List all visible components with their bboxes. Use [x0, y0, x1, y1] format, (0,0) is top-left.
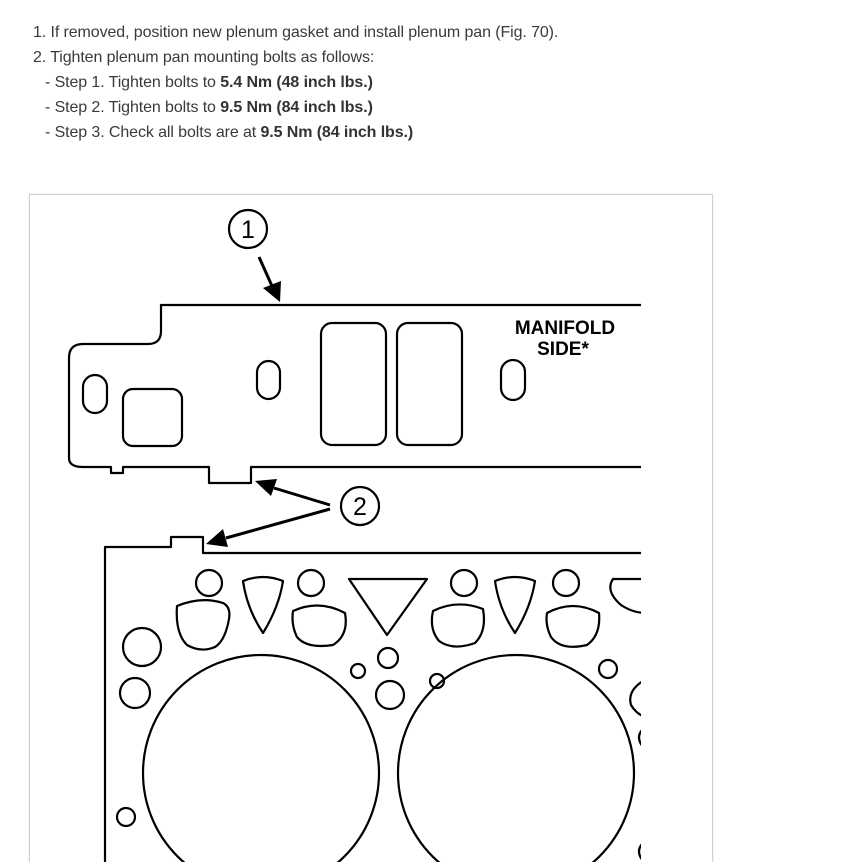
substep-2-torque: 9.5 Nm (84 inch lbs.)	[220, 99, 373, 116]
callout-1-number: 1	[241, 216, 255, 244]
head-passage-7	[545, 604, 601, 648]
cylinder-bore-right	[396, 653, 636, 862]
head-hole-5	[121, 626, 163, 668]
head-passage-6	[493, 575, 537, 635]
head-gasket-outline	[103, 535, 641, 862]
callout-2: 2	[206, 479, 381, 547]
head-hole-8	[349, 662, 367, 680]
head-hole-11	[597, 658, 619, 680]
head-hole-4	[551, 568, 581, 598]
head-passage-3	[291, 604, 347, 648]
head-passage-8	[609, 577, 641, 614]
plenum-window-a	[319, 321, 388, 447]
head-hole-12	[115, 806, 137, 828]
substep-1: - Step 1. Tighten bolts to 5.4 Nm (48 in…	[33, 70, 823, 95]
plenum-gasket-outline	[67, 303, 641, 485]
head-hole-3	[449, 568, 479, 598]
gasket-figure: 1 2 MANIFOLD SIDE*	[29, 194, 713, 862]
cylinder-bore-left	[141, 653, 381, 862]
substep-1-torque: 5.4 Nm (48 inch lbs.)	[220, 74, 373, 91]
head-hole-1	[194, 568, 224, 598]
substep-3-torque: 9.5 Nm (84 inch lbs.)	[260, 124, 414, 141]
head-hole-9	[374, 679, 406, 711]
manifold-label-line-1: MANIFOLD	[515, 318, 615, 339]
substep-3-text: - Step 3. Check all bolts are at	[45, 124, 261, 141]
callout-2-number: 2	[353, 493, 367, 521]
head-hole-6	[118, 676, 152, 710]
plenum-slot-right	[499, 358, 527, 402]
head-passage-4	[347, 577, 429, 637]
plenum-slot-left	[81, 373, 109, 415]
instruction-step-1: 1. If removed, position new plenum gaske…	[33, 24, 559, 41]
head-hole-7	[376, 646, 400, 670]
callout-2-arrowhead-bottom	[206, 529, 228, 547]
head-hole-partial-3	[637, 843, 641, 861]
head-hole-2	[296, 568, 326, 598]
plenum-slot-mid	[255, 359, 282, 401]
head-hole-partial-1	[629, 681, 641, 717]
head-passage-1	[175, 599, 231, 651]
head-passage-2	[241, 575, 285, 635]
instructions-list: 1. If removed, position new plenum gaske…	[33, 20, 823, 145]
plenum-window-b	[395, 321, 464, 447]
head-hole-partial-2	[637, 729, 641, 747]
substep-3: - Step 3. Check all bolts are at 9.5 Nm …	[33, 120, 823, 145]
callout-2-arrowhead-top	[255, 479, 277, 496]
callout-1: 1	[227, 208, 281, 302]
plenum-window-small	[121, 387, 184, 448]
head-hole-10	[428, 672, 446, 690]
substep-2-text: - Step 2. Tighten bolts to	[45, 99, 221, 116]
callout-1-arrowhead	[263, 281, 281, 302]
gasket-diagram: 1 2 MANIFOLD SIDE*	[67, 208, 641, 862]
head-passage-5	[430, 603, 486, 648]
instruction-step-2: 2. Tighten plenum pan mounting bolts as …	[33, 49, 375, 66]
manifold-label-line-2: SIDE*	[537, 339, 589, 360]
substep-1-text: - Step 1. Tighten bolts to	[45, 74, 221, 91]
substep-2: - Step 2. Tighten bolts to 9.5 Nm (84 in…	[33, 95, 823, 120]
